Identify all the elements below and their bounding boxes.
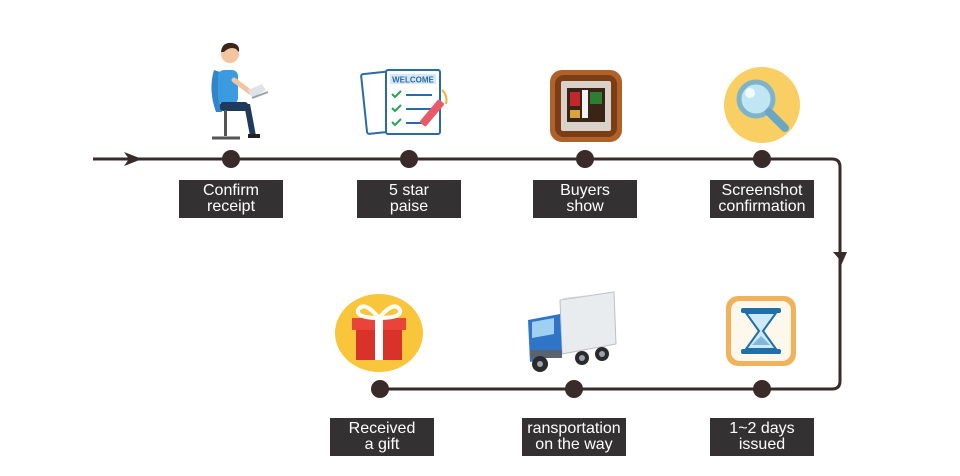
label-line-1: 1~2 days [729,420,795,437]
label-line-2: paise [389,198,429,215]
label-line-2: on the way [535,436,613,453]
label-line-1: Screenshot [721,182,803,199]
gift-box-icon [335,294,423,372]
down-arrow-icon [833,252,847,268]
node-transportation [565,380,583,398]
node-days-issued [753,380,771,398]
label-received-gift: Received a gift [330,418,434,456]
label-line-2: receipt [206,198,256,215]
magnifier-icon [724,67,800,143]
label-transportation: ransportation on the way [522,418,626,456]
label-line-2: show [566,198,604,215]
label-screenshot-confirmation: Screenshot confirmation [710,180,814,218]
delivery-truck-icon [528,291,617,372]
node-confirm-receipt [222,150,240,168]
welcome-checklist-icon: WELCOME [360,69,448,135]
label-line-1: Received [348,420,416,437]
node-5-star [400,150,418,168]
label-5-star: 5 star paise [357,180,461,218]
welcome-text: WELCOME [392,76,434,85]
hourglass-icon [726,296,796,366]
label-line-1: ransportation [527,420,621,437]
label-line-1: 5 star [388,182,429,199]
label-days-issued: 1~2 days issued [710,418,814,456]
label-line-1: Confirm [202,182,259,199]
label-line-2: a gift [364,436,400,453]
label-confirm-receipt: Confirm receipt [179,180,283,218]
node-received-gift [371,380,389,398]
flow-path [93,157,842,391]
label-line-1: Buyers [560,182,610,199]
photo-frame-icon [550,70,622,142]
label-line-2: issued [738,436,786,453]
label-line-2: confirmation [718,198,806,215]
label-buyers-show: Buyers show [533,180,637,218]
node-buyers-show [576,150,594,168]
start-arrow-icon [124,152,142,166]
person-at-laptop-icon [211,42,269,140]
node-screenshot [753,150,771,168]
